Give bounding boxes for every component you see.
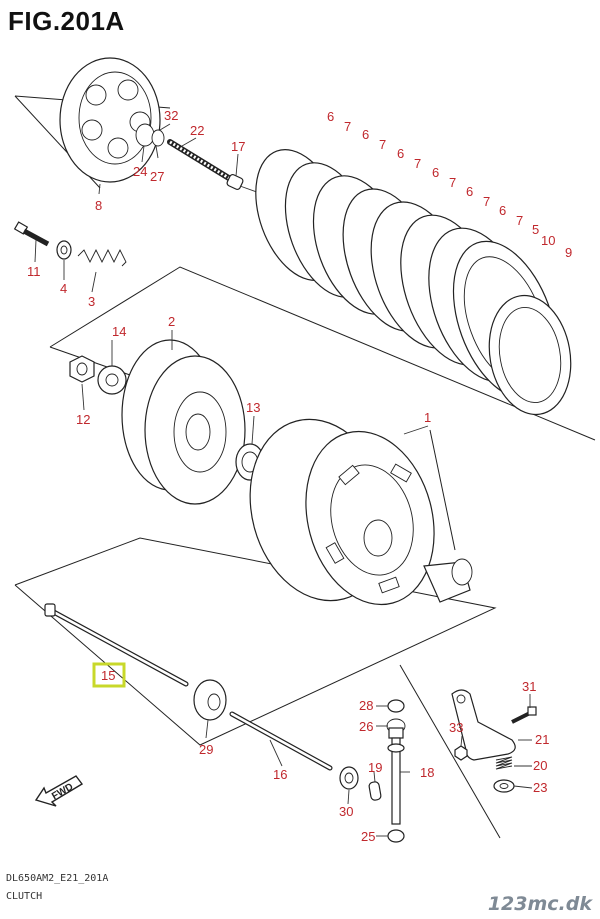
lock-washer <box>97 365 127 395</box>
clutch-spring <box>77 248 127 267</box>
callout-20: 20 <box>533 758 547 773</box>
clutch-sleeve-hub <box>121 339 246 505</box>
callout-26: 26 <box>359 719 373 734</box>
callout-6d: 6 <box>432 165 439 180</box>
clutch-push-rod <box>44 603 189 687</box>
callout-15: 15 <box>101 668 115 683</box>
callout-6f: 6 <box>499 203 506 218</box>
callout-16: 16 <box>273 767 287 782</box>
figure-title: FIG.201A <box>8 6 125 36</box>
callout-6e: 6 <box>466 184 473 199</box>
watermark: 123mc.dk <box>487 893 592 915</box>
callout-29: 29 <box>199 742 213 757</box>
leader-lines <box>34 123 533 837</box>
callout-6b: 6 <box>362 127 369 142</box>
needle-bearing <box>339 766 359 790</box>
callout-24: 24 <box>133 164 147 179</box>
callout-21: 21 <box>535 732 549 747</box>
primary-driven-gear <box>249 418 435 606</box>
callout-23: 23 <box>533 780 547 795</box>
return-spring <box>495 756 513 770</box>
callouts: 32 22 17 24 27 8 11 4 3 6 7 6 7 6 7 6 7 … <box>27 108 572 844</box>
clutch-plate-stack <box>255 149 572 416</box>
callout-9: 9 <box>565 245 572 260</box>
callout-25: 25 <box>361 829 375 844</box>
callout-13: 13 <box>246 400 260 415</box>
callout-31: 31 <box>522 679 536 694</box>
clutch-nut <box>69 355 95 383</box>
fwd-arrow-icon: FWD <box>34 775 84 807</box>
callout-4: 4 <box>60 281 67 296</box>
callout-7b: 7 <box>379 137 386 152</box>
pressure-plate <box>59 57 165 183</box>
callout-18: 18 <box>420 765 434 780</box>
release-rod <box>229 711 333 771</box>
callout-7a: 7 <box>344 119 351 134</box>
push-rod <box>167 139 235 183</box>
callout-14: 14 <box>112 324 126 339</box>
fwd-label: FWD <box>50 781 75 802</box>
callout-30: 30 <box>339 804 353 819</box>
callout-7e: 7 <box>483 194 490 209</box>
release-arm <box>451 689 516 761</box>
washer <box>56 240 72 260</box>
clutch-bolt <box>13 221 50 247</box>
drawing-name: CLUTCH <box>6 891 43 902</box>
callout-1: 1 <box>424 410 431 425</box>
callout-6a: 6 <box>327 109 334 124</box>
callout-5: 5 <box>532 222 539 237</box>
drawing-code: DL650AM2_E21_201A <box>6 873 109 884</box>
callout-11: 11 <box>27 264 41 279</box>
callout-28: 28 <box>359 698 373 713</box>
callout-22: 22 <box>190 123 204 138</box>
callout-32: 32 <box>164 108 178 123</box>
callout-2: 2 <box>168 314 175 329</box>
callout-27: 27 <box>150 169 164 184</box>
arm-nut <box>454 745 468 761</box>
callout-10: 10 <box>541 233 555 248</box>
callout-8: 8 <box>95 198 102 213</box>
spacer <box>423 558 473 603</box>
release-camshaft <box>368 699 406 843</box>
callout-6c: 6 <box>397 146 404 161</box>
callout-7d: 7 <box>449 175 456 190</box>
oil-seal <box>193 679 227 721</box>
callout-19: 19 <box>368 760 382 775</box>
highlight-box-15 <box>92 662 126 688</box>
callout-12: 12 <box>76 412 90 427</box>
arm-bolt <box>511 706 537 724</box>
spring-washer <box>493 779 515 793</box>
callout-33: 33 <box>449 720 463 735</box>
callout-7f: 7 <box>516 213 523 228</box>
callout-17: 17 <box>231 139 245 154</box>
callout-3: 3 <box>88 294 95 309</box>
callout-7c: 7 <box>414 156 421 171</box>
